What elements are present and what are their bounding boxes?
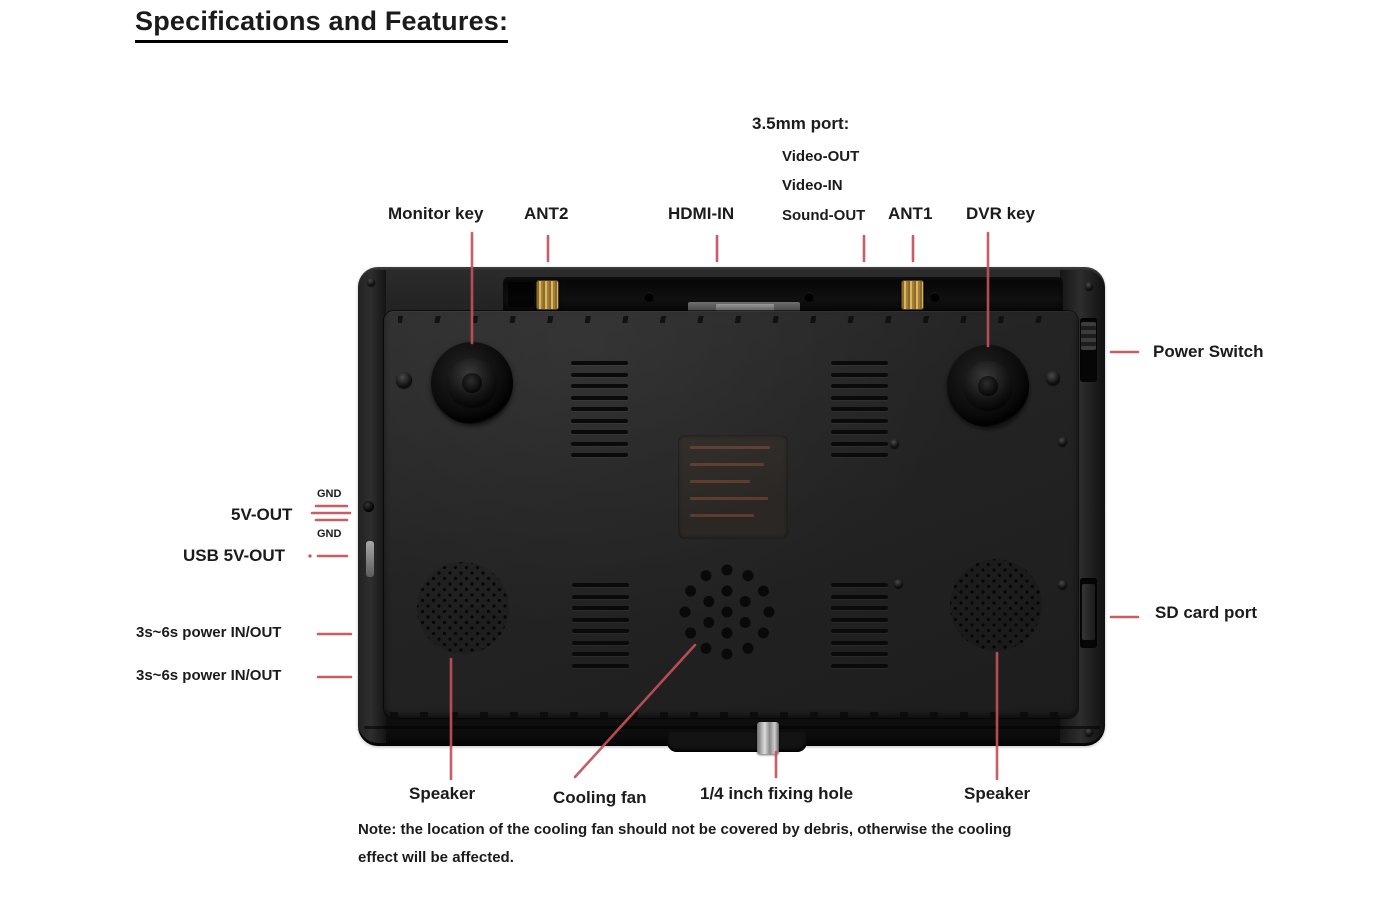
label-sound-out: Sound-OUT xyxy=(782,207,866,224)
label-speaker-right: Speaker xyxy=(964,784,1031,803)
screw xyxy=(367,278,375,286)
label-usb-5v-out: USB 5V-OUT xyxy=(183,546,286,565)
quarter-inch-fixing-hole xyxy=(757,722,779,754)
screw xyxy=(890,439,899,448)
bay-recess xyxy=(508,282,534,307)
jack-opening xyxy=(930,292,940,302)
label-ant2: ANT2 xyxy=(524,204,569,223)
screw xyxy=(1085,728,1093,736)
vent-grille-upper-left xyxy=(571,361,628,457)
note-line-2: effect will be affected. xyxy=(358,849,514,866)
panel-bottom-notches xyxy=(390,712,1078,720)
note-line-1: Note: the location of the cooling fan sh… xyxy=(358,821,1012,838)
ant2-antenna-connector xyxy=(536,280,559,310)
vent-grille-lower-left xyxy=(572,583,629,668)
panel-top-notches xyxy=(398,316,1058,323)
tripod-mount-tab xyxy=(667,732,807,752)
jack-opening xyxy=(644,292,654,302)
dvr-key-knob xyxy=(947,345,1029,427)
label-35mm-port: 3.5mm port: xyxy=(752,114,850,133)
dvr-key-knob-hub xyxy=(978,376,998,396)
vent-grille-upper-right xyxy=(831,361,888,457)
label-power-io-bottom: 3s~6s power IN/OUT xyxy=(136,667,282,684)
power-lead-opening xyxy=(363,501,374,512)
label-dvr-key: DVR key xyxy=(966,204,1035,223)
jack-opening xyxy=(804,292,814,302)
leader-usb-dot xyxy=(308,554,312,558)
label-video-in: Video-IN xyxy=(782,177,843,194)
page-title: Specifications and Features: xyxy=(135,6,509,43)
usb-port xyxy=(366,541,374,577)
screw xyxy=(1046,371,1060,385)
screw xyxy=(894,579,903,588)
label-ant1: ANT1 xyxy=(888,204,933,223)
label-hdmi-in: HDMI-IN xyxy=(668,204,735,223)
label-speaker-left: Speaker xyxy=(409,784,476,803)
cooling-fan-grille xyxy=(679,564,775,660)
speaker-grille-right xyxy=(950,559,1042,651)
ant1-antenna-connector xyxy=(901,280,924,310)
info-sticker xyxy=(678,435,788,539)
screw xyxy=(1058,437,1067,446)
label-gnd-top: GND xyxy=(317,488,342,500)
screw xyxy=(1085,282,1093,290)
case-bottom-groove xyxy=(364,726,1100,729)
label-fixing-hole: 1/4 inch fixing hole xyxy=(700,784,854,803)
monitor-key-knob-hub xyxy=(462,373,482,393)
label-video-out: Video-OUT xyxy=(782,148,860,165)
sd-card-edge xyxy=(1082,584,1095,640)
monitor-key-knob xyxy=(431,342,513,424)
speaker-grille-left xyxy=(417,562,509,654)
label-cooling-fan: Cooling fan xyxy=(553,788,647,807)
label-5v-out: 5V-OUT xyxy=(231,505,293,524)
screw xyxy=(1058,580,1067,589)
screw xyxy=(396,372,412,388)
label-monitor-key: Monitor key xyxy=(388,204,484,223)
label-gnd-bottom: GND xyxy=(317,528,342,540)
hdmi-port-inner xyxy=(716,304,774,312)
label-power-io-top: 3s~6s power IN/OUT xyxy=(136,624,282,641)
label-sd-card-port: SD card port xyxy=(1155,603,1258,622)
label-power-switch: Power Switch xyxy=(1153,342,1264,361)
power-switch-slider xyxy=(1081,322,1096,350)
vent-grille-lower-right xyxy=(831,583,888,668)
